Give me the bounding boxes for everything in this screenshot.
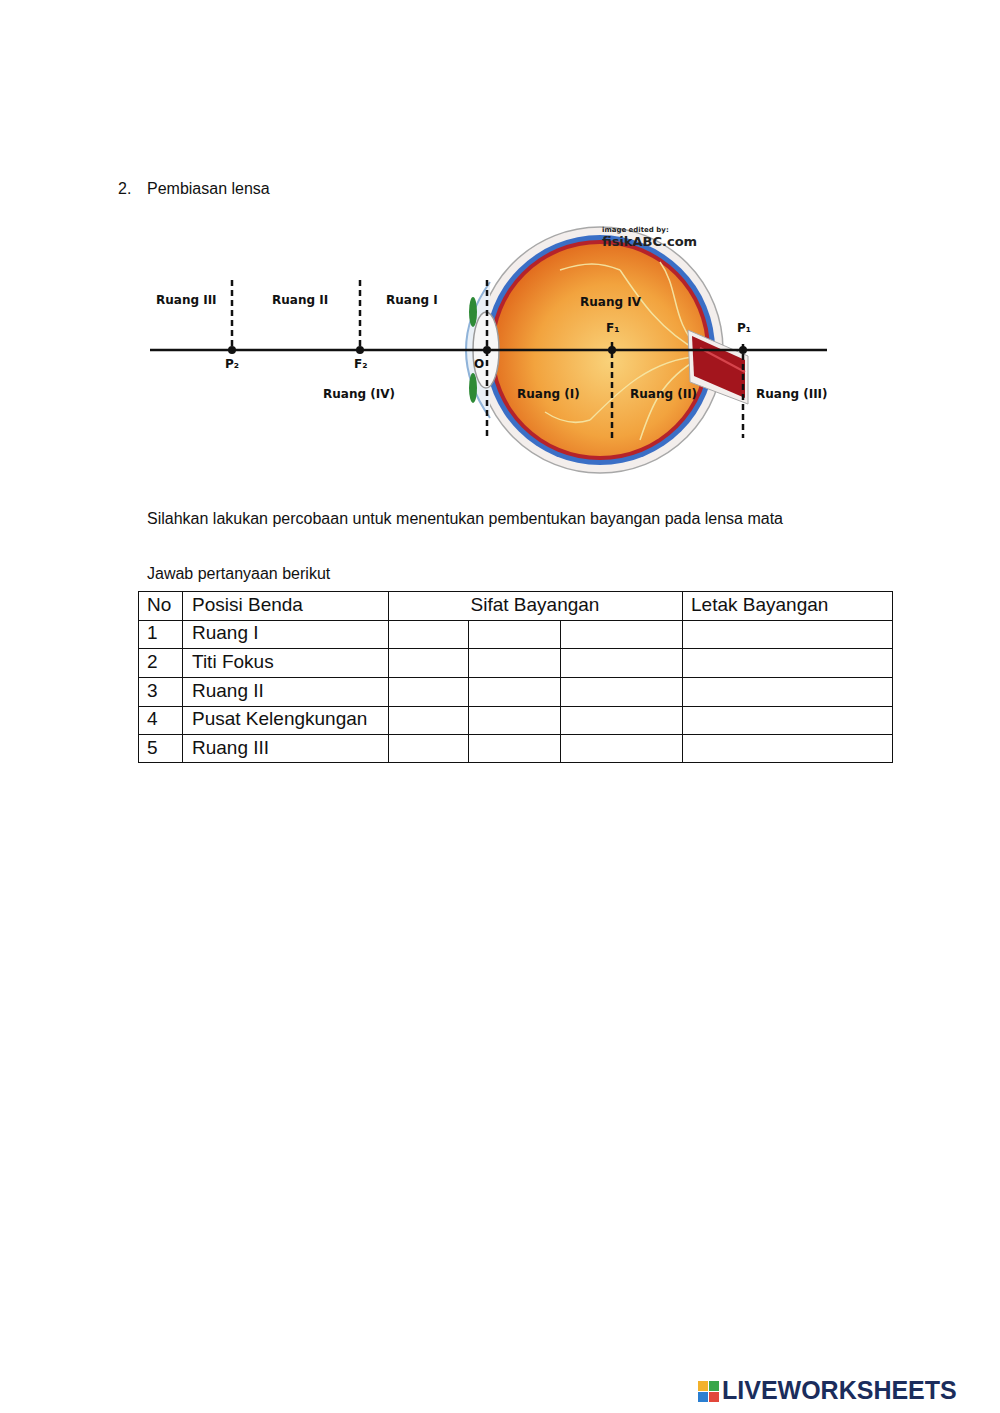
table-cell: Ruang I <box>192 622 259 644</box>
instruction-text: Silahkan lakukan percobaan untuk menentu… <box>147 510 783 528</box>
watermark: image edited by: <box>602 226 669 234</box>
watermark: fisikABC.com <box>602 235 697 250</box>
table-cell: 4 <box>147 708 158 730</box>
brand-name: LIVEWORKSHEETS <box>722 1376 957 1405</box>
region-label: Ruang IV <box>580 296 641 310</box>
region-label: Ruang (I) <box>517 388 580 402</box>
table-grid <box>138 591 893 763</box>
point-label: F₂ <box>354 358 367 372</box>
point-label: P₂ <box>225 358 239 372</box>
point-label: P₁ <box>737 322 751 336</box>
region-label: Ruang (IV) <box>323 388 395 402</box>
table-cell: 5 <box>147 737 158 759</box>
region-label: Ruang (II) <box>630 388 697 402</box>
table-header: Letak Bayangan <box>691 594 828 616</box>
region-label: Ruang I <box>386 294 438 308</box>
point-label: O <box>474 358 484 372</box>
optical-axis <box>150 280 827 438</box>
section-title: Pembiasan lensa <box>147 180 270 198</box>
region-label: Ruang II <box>272 294 328 308</box>
table-cell: Ruang III <box>192 737 269 759</box>
table-cell: 2 <box>147 651 158 673</box>
table-cell: Titi Fokus <box>192 651 274 673</box>
item-number: 2. <box>118 180 131 198</box>
table-header: Sifat Bayangan <box>388 594 682 616</box>
table-header: Posisi Benda <box>192 594 303 616</box>
table-cell: 3 <box>147 680 158 702</box>
brand-logo <box>698 1381 719 1402</box>
table-cell: Pusat Kelengkungan <box>192 708 367 730</box>
table-cell: 1 <box>147 622 158 644</box>
table-header: No <box>147 594 171 616</box>
region-label: Ruang (III) <box>756 388 828 402</box>
table-cell: Ruang II <box>192 680 264 702</box>
point-label: F₁ <box>606 322 619 336</box>
instruction-text: Jawab pertanyaan berikut <box>147 565 330 583</box>
region-label: Ruang III <box>156 294 217 308</box>
